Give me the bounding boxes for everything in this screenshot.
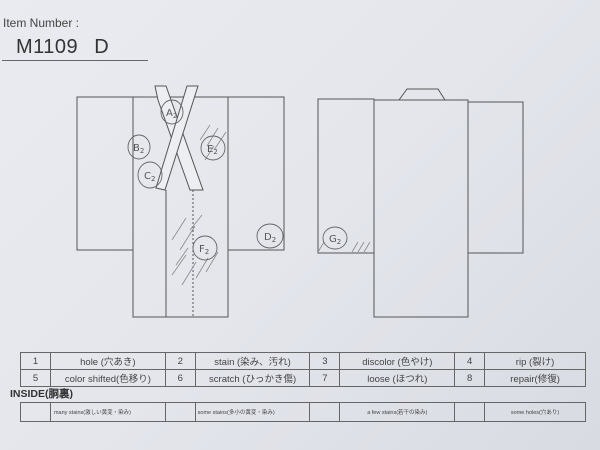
marker-a2: A2 [166, 108, 177, 120]
legend-label: loose (ほつれ) [339, 369, 456, 387]
legend-label: stain (染み、汚れ) [194, 352, 311, 370]
legend-label: discolor (色やけ) [339, 352, 456, 370]
inside-checkbox [454, 402, 486, 422]
inside-item: some stains(多小の黄変・染み) [194, 402, 311, 422]
marker-c2: C2 [144, 171, 155, 183]
front-marker-labels: A2 B2 C2 E2 F2 D2 [133, 108, 276, 256]
front-right-sleeve [227, 96, 285, 251]
kimono-back [317, 88, 524, 318]
marker-f2: F2 [199, 244, 209, 256]
legend-num: 4 [454, 352, 486, 370]
item-number-label: Item Number : [3, 16, 80, 30]
legend-num: 6 [164, 369, 196, 387]
legend-label: hole (穴あき) [49, 352, 166, 370]
kimono-diagram: A2 B2 C2 E2 F2 D2 G2 [76, 85, 524, 318]
inside-item: many stains(激しい黄変・染み) [49, 402, 166, 422]
legend-label: color shifted(色移り) [49, 369, 166, 387]
legend-num: 1 [20, 352, 51, 370]
marker-d2: D2 [264, 232, 276, 244]
inside-checkbox [309, 402, 341, 422]
inside-checkbox [164, 402, 196, 422]
inside-title: INSIDE(胴裏) [10, 388, 73, 400]
back-collar [398, 88, 446, 101]
inside-item: a few stains(若干の染み) [339, 402, 456, 422]
legend-num: 8 [454, 369, 486, 387]
legend-label: repair(修復) [484, 369, 586, 387]
marker-e2: E2 [207, 144, 218, 156]
legend-num: 7 [309, 369, 341, 387]
inside-row: many stains(激しい黄変・染み) some stains(多小の黄変・… [20, 402, 586, 422]
front-damage-markers [127, 99, 284, 261]
back-body [373, 99, 469, 318]
collar-right [155, 85, 199, 191]
inside-item: some holes(穴あり) [484, 402, 586, 422]
inside-condition-table: many stains(激しい黄変・染み) some stains(多小の黄変・… [20, 402, 586, 422]
legend-num: 5 [20, 369, 51, 387]
legend-num: 3 [309, 352, 341, 370]
front-left-sleeve [76, 96, 134, 251]
item-number-underline [2, 60, 148, 61]
item-number: M1109 D [16, 36, 110, 58]
legend-num: 2 [164, 352, 196, 370]
back-stain-hatching [317, 241, 371, 253]
back-right-sleeve [467, 101, 524, 254]
kimono-front [76, 85, 285, 318]
legend-label: scratch (ひっかき傷) [194, 369, 311, 387]
marker-g2: G2 [329, 234, 341, 246]
inside-checkbox [20, 402, 51, 422]
legend-label: rip (裂け) [484, 352, 586, 370]
marker-b2: B2 [133, 143, 144, 155]
